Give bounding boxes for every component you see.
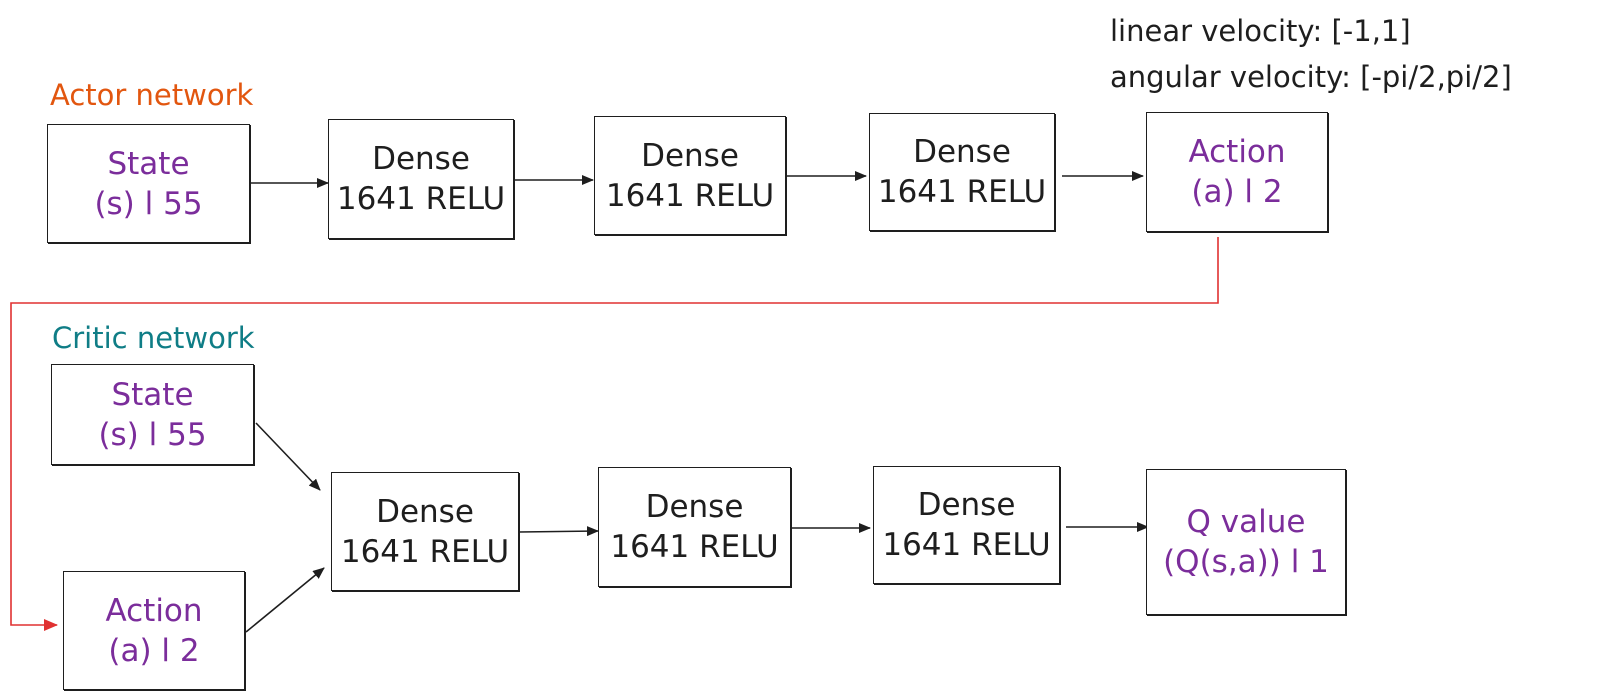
critic-dense2-box: Dense 1641 RELU [598,467,791,587]
critic-qvalue-title: Q value [1186,504,1306,540]
critic-action-shape: (a) l 2 [108,632,200,669]
critic-state-shape: (s) l 55 [98,416,207,453]
feedback-connector [10,237,1219,631]
actor-dense1-spec: 1641 RELU [336,181,506,217]
actor-network-title: Actor network [50,78,254,112]
actor-action-title: Action [1188,134,1286,170]
critic-dense1-spec: 1641 RELU [340,533,510,570]
actor-state-title: State [107,145,190,182]
actor-dense2-title: Dense [641,137,739,174]
actor-action-shape: (a) l 2 [1191,174,1283,210]
critic-dense2-spec: 1641 RELU [610,529,779,565]
critic-qvalue-box: Q value (Q(s,a)) l 1 [1146,469,1346,615]
critic-action-title: Action [105,592,203,629]
actor-dense1-box: Dense 1641 RELU [328,119,514,239]
action-range-notes: linear velocity: [-1,1] angular velocity… [1110,8,1512,100]
critic-dense2-title: Dense [645,489,744,525]
arrow-critic-state-to-dense1 [255,422,321,491]
linear-velocity-range: linear velocity: [-1,1] [1110,14,1411,48]
critic-qvalue-shape: (Q(s,a)) l 1 [1163,544,1329,580]
actor-dense2-spec: 1641 RELU [605,177,775,214]
arrow-critic-dense1-to-dense2 [518,526,599,537]
actor-dense3-box: Dense 1641 RELU [869,113,1055,231]
critic-state-title: State [111,376,194,413]
actor-dense2-box: Dense 1641 RELU [594,116,786,235]
critic-dense1-title: Dense [376,493,474,530]
critic-dense3-box: Dense 1641 RELU [873,466,1060,584]
actor-dense3-spec: 1641 RELU [877,174,1047,210]
critic-action-box: Action (a) l 2 [63,571,245,690]
actor-dense1-title: Dense [372,141,470,177]
angular-velocity-range: angular velocity: [-pi/2,pi/2] [1110,60,1512,94]
actor-state-shape: (s) l 55 [94,185,203,222]
critic-dense1-box: Dense 1641 RELU [331,472,519,591]
critic-dense3-spec: 1641 RELU [882,527,1051,563]
arrow-critic-action-to-dense1 [245,567,325,633]
actor-action-box: Action (a) l 2 [1146,112,1328,232]
actor-dense3-title: Dense [913,134,1011,170]
actor-state-box: State (s) l 55 [47,124,250,243]
critic-dense3-title: Dense [917,487,1016,523]
critic-network-title: Critic network [52,321,255,355]
critic-state-box: State (s) l 55 [51,364,254,465]
